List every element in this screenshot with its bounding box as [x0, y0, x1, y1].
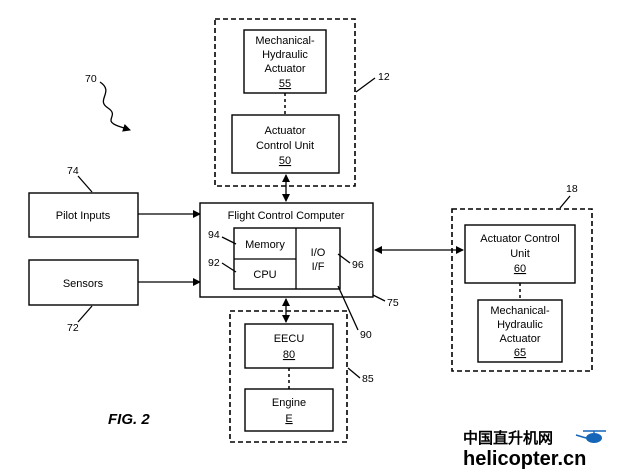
mha-top-ref: 55 [279, 78, 291, 90]
acu-top-line1: Actuator [265, 125, 306, 137]
mha-right-block: Mechanical- Hydraulic Actuator 65 [477, 299, 563, 363]
ref-group-right-leader [559, 195, 571, 209]
acu-right-line2: Unit [510, 248, 530, 260]
ref-sensors-leader [77, 305, 93, 323]
mha-right-line3: Actuator [500, 333, 541, 345]
ref-inner-leader [337, 285, 359, 331]
engine-ref: E [285, 413, 292, 425]
ref-pilot-leader [77, 175, 93, 193]
ref-group-bottom: 85 [362, 373, 374, 385]
pilot-inputs-block: Pilot Inputs [28, 192, 139, 238]
engine-label: Engine [272, 397, 306, 409]
sensors-block: Sensors [28, 259, 139, 306]
acu-top-block: Actuator Control Unit 50 [231, 114, 340, 174]
ref-pilot: 74 [67, 165, 79, 177]
ref-fcc: 75 [387, 297, 399, 309]
ref-sensors: 72 [67, 322, 79, 334]
ref-system: 70 [85, 73, 97, 85]
ref-cpu: 92 [208, 257, 220, 269]
watermark: 中国直升机网 helicopter.cn [463, 429, 606, 470]
watermark-cn: 中国直升机网 [463, 429, 553, 447]
acu-right-block: Actuator Control Unit 60 [464, 224, 576, 284]
ref-io-leader [337, 253, 351, 264]
mha-right-line2: Hydraulic [497, 319, 543, 331]
sensors-label: Sensors [63, 278, 104, 290]
mha-top-line2: Hydraulic [262, 49, 308, 61]
ref-io: 96 [352, 259, 364, 271]
bottom-engine-group [229, 310, 348, 443]
fcc-title: Flight Control Computer [228, 210, 345, 222]
io-line2: I/F [312, 261, 325, 273]
ref-group-bottom-leader [347, 367, 361, 379]
acu-right-ref: 60 [514, 263, 526, 275]
acu-top-line2: Control Unit [256, 140, 314, 152]
right-actuator-group [451, 208, 593, 372]
ref-group-top-leader [355, 77, 376, 93]
ref-fcc-leader [372, 294, 386, 302]
fcc-block: Flight Control Computer Memory CPU I/O I… [199, 202, 374, 298]
memory-label: Memory [245, 239, 285, 251]
ref-inner: 90 [360, 329, 372, 341]
eecu-ref: 80 [283, 349, 295, 361]
ref-memory: 94 [208, 229, 220, 241]
ref-group-right: 18 [566, 183, 578, 195]
acu-top-ref: 50 [279, 155, 291, 167]
engine-block: Engine E [244, 388, 334, 432]
eecu-block: EECU 80 [244, 323, 334, 369]
figure-label: FIG. 2 [108, 411, 150, 428]
mha-right-ref: 65 [514, 347, 526, 359]
acu-right-line1: Actuator Control [480, 233, 559, 245]
ref-system-leader [99, 81, 131, 132]
pilot-inputs-label: Pilot Inputs [56, 210, 111, 222]
ref-cpu-leader [221, 262, 237, 273]
ref-memory-leader [221, 236, 237, 245]
mha-top-line1: Mechanical- [255, 35, 315, 47]
eecu-label: EECU [274, 333, 305, 345]
helicopter-icon [575, 430, 606, 443]
watermark-en: helicopter.cn [463, 448, 586, 470]
mha-top-block: Mechanical- Hydraulic Actuator 55 [243, 29, 327, 94]
ref-group-top: 12 [378, 71, 390, 83]
cpu-label: CPU [253, 269, 276, 281]
io-line1: I/O [311, 247, 326, 259]
mha-top-line3: Actuator [265, 63, 306, 75]
mha-right-line1: Mechanical- [490, 305, 550, 317]
